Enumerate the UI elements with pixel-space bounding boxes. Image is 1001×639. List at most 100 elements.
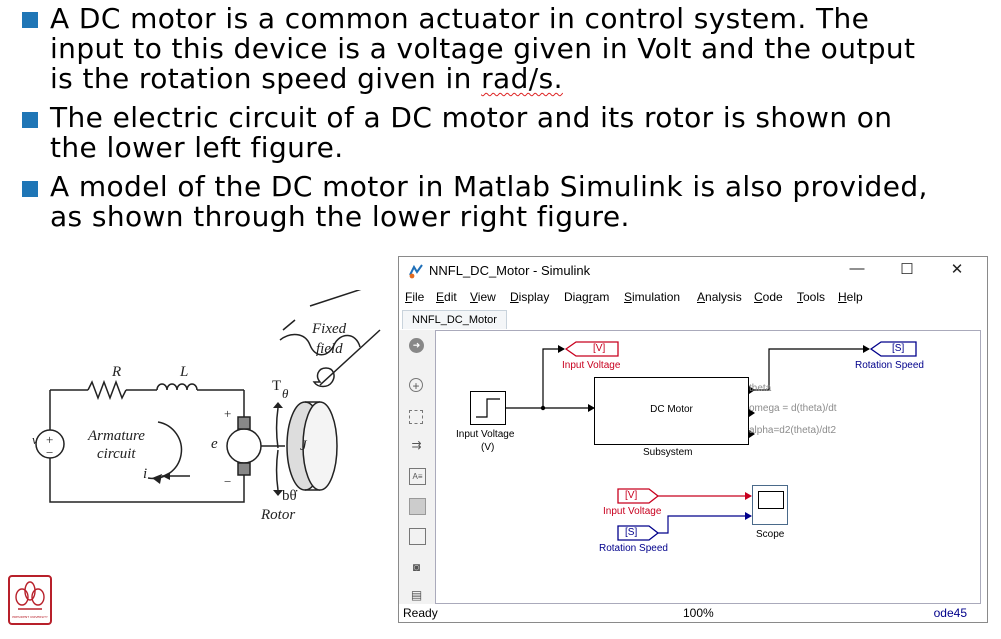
goto-v-block[interactable]	[564, 341, 619, 357]
status-zoom: 100%	[683, 606, 714, 620]
simulink-logo-icon	[409, 264, 423, 279]
bullet-2-line-1: The electric circuit of a DC motor and i…	[50, 101, 893, 134]
scope-screen	[758, 491, 784, 509]
image-icon[interactable]	[409, 498, 426, 515]
menu-analysis-rest: nalysis	[705, 290, 742, 304]
from-s-block[interactable]	[617, 525, 660, 541]
menu-tools-key: T	[797, 290, 803, 304]
bullet-3-line-2: as shown through the lower right figure.	[50, 200, 630, 233]
from-v-tag: [V]	[625, 490, 638, 501]
menu-diagram-key: r	[588, 290, 593, 304]
from-s-tag: [S]	[625, 527, 638, 538]
label-armature-1: Armature	[88, 428, 145, 444]
close-button[interactable]: ✕	[950, 261, 964, 278]
menu-display-key: D	[510, 290, 519, 304]
label-btheta: bθ̇	[282, 488, 297, 504]
menu-file[interactable]: File	[405, 290, 424, 304]
fit-view-icon[interactable]	[409, 410, 423, 424]
camera-icon[interactable]: ◙	[412, 560, 421, 574]
dc-motor-circuit-diagram	[35, 290, 381, 503]
goto-s-block[interactable]	[869, 341, 917, 357]
dc-motor-subsystem-block[interactable]: DC Motor	[594, 377, 749, 445]
arrows-icon[interactable]: ⇉	[411, 438, 422, 452]
model-canvas[interactable]: Input Voltage (V) [V] Input Voltage DC M…	[435, 330, 981, 604]
menu-help[interactable]: Help	[838, 290, 863, 304]
menu-diagram[interactable]: Diagram	[564, 290, 609, 304]
left-toolbar: ➜ + ⇉ A≡ ◙ ▤	[399, 330, 435, 604]
label-i: i	[143, 466, 148, 482]
label-T: T	[272, 378, 282, 394]
label-motor-minus: −	[224, 474, 232, 489]
menu-view-key: V	[470, 290, 478, 304]
bullet-1-unit: rad/s.	[481, 62, 563, 95]
annotation-icon[interactable]: A≡	[409, 468, 426, 485]
area-icon[interactable]	[409, 528, 426, 545]
menu-tools[interactable]: Tools	[797, 290, 825, 304]
bullet-2-line-2: the lower left figure.	[50, 131, 344, 164]
menu-simulation[interactable]: Simulation	[624, 290, 680, 304]
minimize-button[interactable]: —	[849, 260, 865, 277]
menu-code-key: C	[754, 290, 763, 304]
zoom-icon[interactable]: +	[409, 378, 423, 393]
university-logo: PRESIDENT UNIVERSITY	[8, 575, 52, 625]
label-source-minus: −	[46, 445, 54, 460]
port-theta-label: theta	[749, 383, 772, 394]
window-title: NNFL_DC_Motor - Simulink	[429, 263, 591, 278]
step-icon	[476, 398, 500, 418]
menu-view[interactable]: View	[470, 290, 496, 304]
bullet-3-line-1: A model of the DC motor in Matlab Simuli…	[50, 170, 928, 203]
title-bar: NNFL_DC_Motor - Simulink — ☐ ✕	[399, 257, 987, 285]
label-L: L	[180, 364, 189, 380]
menu-edit[interactable]: Edit	[436, 290, 457, 304]
menu-view-rest: iew	[477, 290, 496, 304]
label-armature-2: circuit	[97, 446, 136, 462]
scope-block[interactable]	[752, 485, 788, 525]
bullet-1-line-3: is the rotation speed given in rad/s.	[50, 64, 563, 94]
menu-analysis[interactable]: Analysis	[697, 290, 742, 304]
step-label-1: Input Voltage	[456, 429, 515, 440]
status-bar: Ready 100% ode45	[399, 604, 987, 622]
label-e: e	[211, 436, 218, 452]
goto-s-label: Rotation Speed	[855, 360, 924, 371]
tab-model[interactable]: NNFL_DC_Motor	[402, 310, 507, 329]
goto-s-tag: [S]	[892, 343, 905, 354]
from-v-label: Input Voltage	[603, 506, 662, 517]
goto-v-tag: [V]	[593, 343, 606, 354]
bullet-1-line-3-text: is the rotation speed given in	[50, 62, 472, 95]
step-block[interactable]	[470, 391, 506, 425]
from-v-block[interactable]	[617, 488, 660, 504]
hide-browser-icon[interactable]: ➜	[409, 338, 424, 353]
label-fixed: Fixed	[312, 321, 347, 337]
bullet-1-line-2: input to this device is a voltage given …	[50, 32, 916, 65]
bullet-1-line-1: A DC motor is a common actuator in contr…	[50, 2, 870, 35]
menu-code[interactable]: Code	[754, 290, 783, 304]
menu-code-rest: ode	[762, 290, 783, 304]
label-rotor: Rotor	[261, 507, 296, 523]
goto-v-label: Input Voltage	[562, 360, 621, 371]
menu-display[interactable]: Display	[510, 290, 549, 304]
scope-label: Scope	[756, 529, 785, 540]
menu-diagram-pre: Diag	[564, 290, 589, 304]
menu-help-key: H	[838, 290, 847, 304]
menu-simulation-key: S	[624, 290, 633, 304]
simulink-window: NNFL_DC_Motor - Simulink — ☐ ✕ File Edit…	[398, 256, 988, 623]
menu-analysis-key: A	[697, 290, 706, 304]
menu-file-rest: ile	[412, 290, 425, 304]
menu-diagram-rest: am	[592, 290, 610, 304]
subsystem-name: DC Motor	[650, 404, 693, 415]
port-alpha-label: alpha=d2(theta)/dt2	[749, 425, 837, 436]
maximize-button[interactable]: ☐	[900, 261, 914, 278]
label-v: v	[32, 432, 38, 447]
subsystem-label: Subsystem	[643, 447, 693, 458]
lotus-emblem-icon	[15, 581, 45, 610]
label-J: J	[300, 438, 307, 454]
explorer-icon[interactable]: ▤	[410, 588, 423, 602]
bullet-marker-3	[22, 181, 38, 197]
menu-tools-rest: ools	[803, 290, 826, 304]
menu-edit-key: E	[436, 290, 445, 304]
label-motor-plus: +	[224, 406, 232, 421]
status-solver[interactable]: ode45	[933, 606, 967, 620]
menu-bar: File Edit View Display Diagram Simulatio…	[399, 290, 987, 308]
bullet-marker-2	[22, 112, 38, 128]
menu-display-rest: isplay	[518, 290, 550, 304]
